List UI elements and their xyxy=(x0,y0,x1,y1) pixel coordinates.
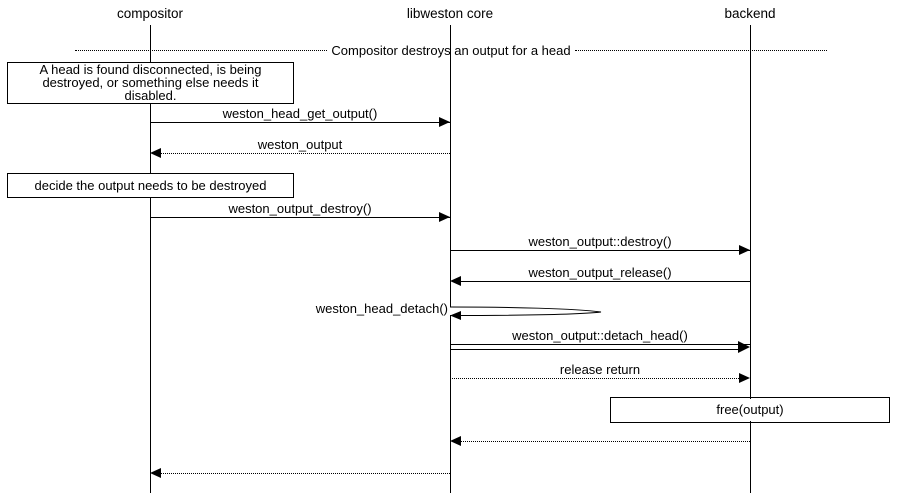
arrowhead-right-icon xyxy=(439,212,450,222)
message-label-weston-head-detach: weston_head_detach() xyxy=(315,301,448,316)
actor-label-backend: backend xyxy=(724,6,776,21)
divider-title: Compositor destroys an output for a head xyxy=(331,42,571,58)
section-divider: Compositor destroys an output for a head xyxy=(75,42,828,58)
message-label-release-return: release return xyxy=(559,362,641,377)
message-label-weston-output-release: weston_output_release() xyxy=(528,265,672,280)
note-box-head-disconnected: A head is found disconnected, is being d… xyxy=(7,62,294,104)
arrowhead-right-icon xyxy=(738,341,750,353)
arrowhead-left-icon xyxy=(450,276,461,286)
message-label-weston-output: weston_output xyxy=(257,137,343,152)
arrowhead-left-icon xyxy=(150,468,161,478)
lifeline-libweston-core xyxy=(450,25,451,493)
note-text: free(output) xyxy=(712,399,788,421)
actor-label-compositor: compositor xyxy=(116,6,184,21)
arrow-weston-output-return xyxy=(161,153,450,154)
arrow-free-return xyxy=(461,441,750,442)
arrow-weston-output-destroy xyxy=(150,217,450,218)
message-label-weston-head-get-output: weston_head_get_output() xyxy=(222,106,378,121)
arrow-weston-output-detach-head-lower xyxy=(450,349,738,350)
arrowhead-right-icon xyxy=(439,117,450,127)
self-message-arrow xyxy=(450,306,602,320)
message-label-weston-output-destroy-vfunc: weston_output::destroy() xyxy=(528,234,672,249)
arrowhead-left-icon xyxy=(450,436,461,446)
arrowhead-left-icon xyxy=(150,148,161,158)
divider-dotted-line xyxy=(574,49,828,51)
note-box-free-output: free(output) xyxy=(610,397,890,423)
arrow-release-return xyxy=(450,378,739,379)
note-box-decide-destroy: decide the output needs to be destroyed xyxy=(7,173,294,198)
lifeline-compositor xyxy=(150,25,151,493)
note-text: decide the output needs to be destroyed xyxy=(34,178,267,193)
arrow-weston-output-release xyxy=(461,281,750,282)
divider-dotted-line xyxy=(75,49,328,51)
actor-label-libweston-core: libweston core xyxy=(406,6,494,21)
arrow-weston-output-destroy-vfunc xyxy=(450,250,750,251)
arrowhead-right-icon xyxy=(739,245,750,255)
message-label-weston-output-detach-head: weston_output::detach_head() xyxy=(512,328,688,343)
arrow-weston-head-get-output xyxy=(150,122,450,123)
note-text-line: A head is found disconnected, is being xyxy=(39,62,262,77)
arrow-weston-output-detach-head-upper xyxy=(450,344,750,345)
arrowhead-right-icon xyxy=(739,373,750,383)
lifeline-backend xyxy=(750,25,751,493)
note-text-line: disabled. xyxy=(124,88,177,103)
arrowhead-left-icon xyxy=(450,311,461,320)
note-text-line: destroyed, or something else needs it xyxy=(42,75,259,90)
message-label-weston-output-destroy: weston_output_destroy() xyxy=(228,201,372,216)
arrow-destroy-return xyxy=(161,473,450,474)
